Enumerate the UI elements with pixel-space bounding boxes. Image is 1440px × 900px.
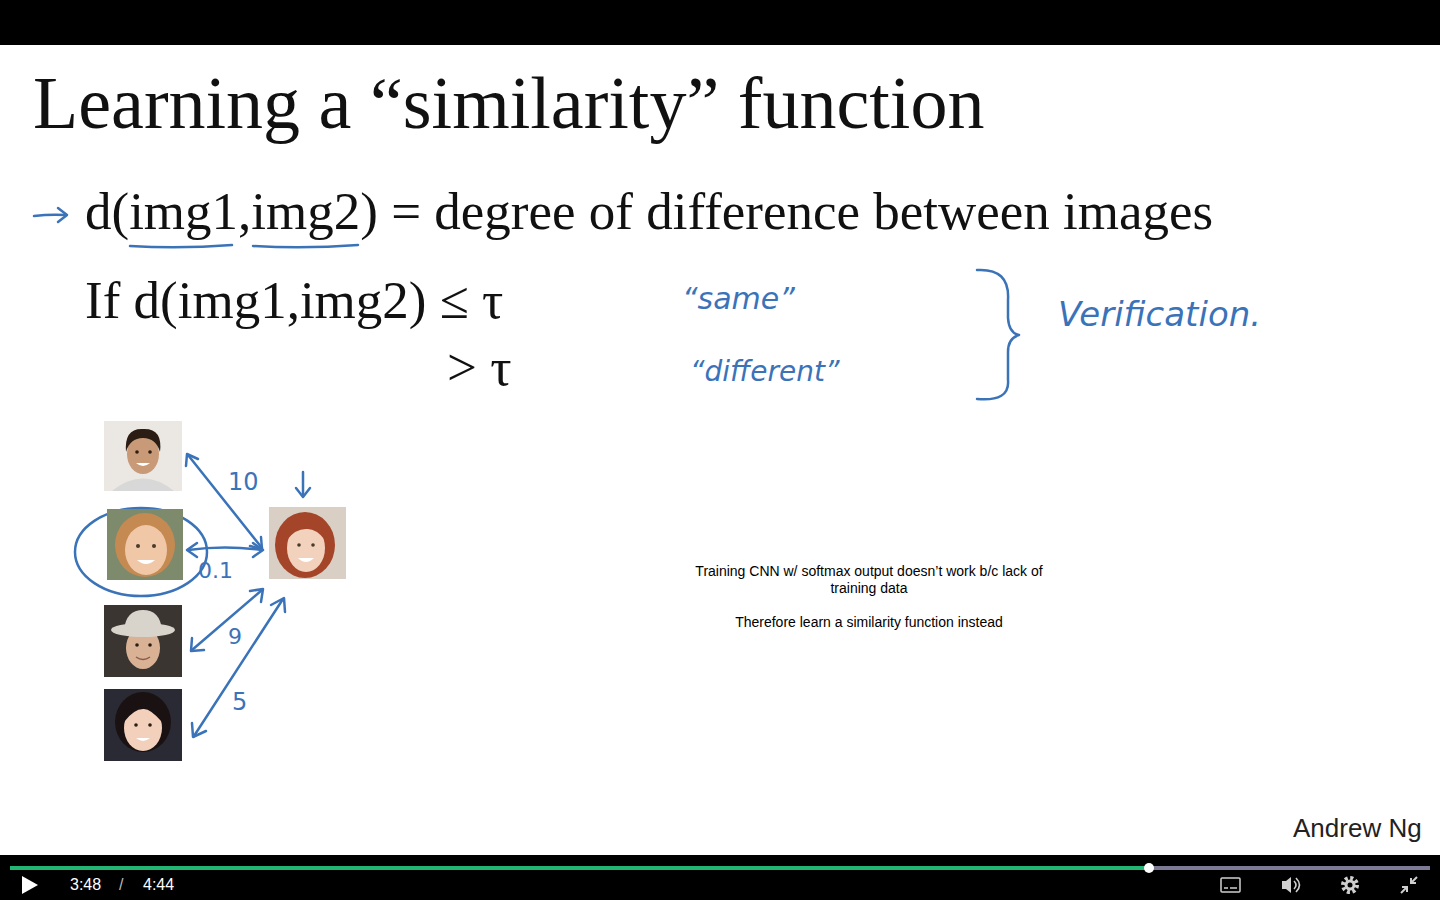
formula-text: d(img1,img2) = degree of difference betw… <box>85 185 1213 238</box>
underline <box>253 245 358 247</box>
query-face-photo <box>269 507 346 579</box>
pointer-arrow <box>34 208 67 222</box>
selection-circle <box>75 508 207 596</box>
volume-icon <box>1282 877 1300 893</box>
comparison-arrow <box>187 543 263 557</box>
annotation-text: Training CNN w/ softmax output doesn’t w… <box>689 563 1049 597</box>
face-photo <box>107 509 183 580</box>
comparison-arrow <box>186 454 262 549</box>
author-credit-slot: Andrew Ng <box>1293 815 1422 841</box>
handwritten-note: “same” <box>682 284 795 314</box>
handwritten-note-slot: Verification. <box>1058 297 1261 331</box>
time-elapsed: 3:48 <box>70 877 101 893</box>
time-separator-slot: / <box>119 877 123 893</box>
annotation-text-slot: Therefore learn a similarity function in… <box>689 614 1049 631</box>
fullscreen-icon <box>1401 877 1417 893</box>
settings-icon <box>1343 878 1357 892</box>
formula-text-slot: d(img1,img2) = degree of difference betw… <box>85 185 1213 238</box>
time-separator: / <box>119 877 123 893</box>
distance-value-slot: 10 <box>228 470 259 494</box>
progress-played <box>10 866 1148 870</box>
handwritten-note: “different” <box>690 358 839 386</box>
query-arrow <box>296 472 310 497</box>
player-bar <box>0 855 1440 900</box>
distance-value-slot: 9 <box>228 626 242 648</box>
time-total: 4:44 <box>143 877 174 893</box>
handwritten-note-slot: “different” <box>690 358 839 386</box>
handwritten-note-slot: “same” <box>682 284 795 314</box>
play-icon <box>22 876 38 894</box>
formula-text: > τ <box>447 341 511 394</box>
distance-value-slot: 0.1 <box>198 560 233 582</box>
annotation-text-slot: Training CNN w/ softmax output doesn’t w… <box>689 563 1049 597</box>
progress-remaining <box>1148 866 1430 870</box>
comparison-arrow <box>191 589 263 651</box>
distance-value: 9 <box>228 626 242 648</box>
slide-title-slot: Learning a “similarity” function <box>33 66 984 140</box>
face-photo <box>104 689 182 761</box>
distance-value: 0.1 <box>198 560 233 582</box>
formula-text-slot: > τ <box>447 341 511 394</box>
comparison-arrow <box>192 598 285 737</box>
annotation-text: Therefore learn a similarity function in… <box>689 614 1049 631</box>
top-bar <box>0 0 1440 45</box>
captions-icon <box>1221 878 1240 892</box>
progress-handle <box>1144 863 1154 873</box>
handwritten-note: Verification. <box>1058 297 1261 331</box>
slide-title: Learning a “similarity” function <box>33 66 984 140</box>
author-credit: Andrew Ng <box>1293 815 1422 841</box>
distance-value: 5 <box>232 690 247 714</box>
face-photo <box>104 421 182 491</box>
curly-bracket <box>977 270 1019 399</box>
formula-text: If d(img1,img2) ≤ τ <box>85 274 503 327</box>
distance-value-slot: 5 <box>232 690 247 714</box>
formula-text-slot: If d(img1,img2) ≤ τ <box>85 274 503 327</box>
time-elapsed-slot: 3:48 <box>70 877 101 893</box>
face-photo <box>104 605 182 677</box>
underline <box>130 245 232 247</box>
distance-value: 10 <box>228 470 259 494</box>
time-total-slot: 4:44 <box>143 877 174 893</box>
